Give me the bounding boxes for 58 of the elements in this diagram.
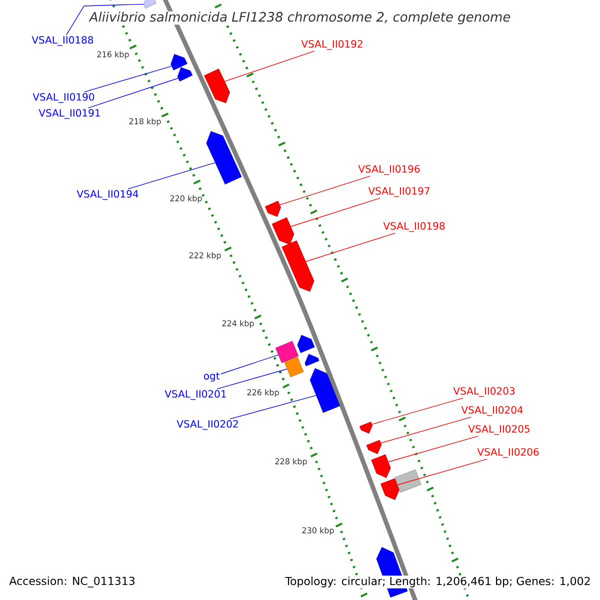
gene-label: VSAL_II0203 [453,387,515,397]
tick-label: 226 kbp [247,389,279,397]
gene-feature [380,478,400,500]
gene-label: VSAL_II0191 [38,109,100,119]
gene-label: VSAL_II0190 [32,93,94,103]
leader-line [84,66,172,92]
tick-label: 216 kbp [97,51,129,59]
gene-feature [310,368,340,413]
gene-label: VSAL_II0202 [176,420,238,430]
leader-line [306,232,396,262]
tick-label: 218 kbp [129,118,161,126]
gene-label: ogt [204,372,220,382]
leader-line [88,78,178,108]
gene-feature [177,67,193,82]
gene-block [275,340,299,364]
gene-block [284,356,304,378]
gene-label: VSAL_II0201 [164,390,226,400]
gene-feature [360,422,373,434]
tick-label: 230 kbp [302,527,334,535]
tick-label: 220 kbp [170,195,202,203]
gene-label: VSAL_II0197 [368,187,430,197]
leader-line [216,368,288,390]
gene-feature [144,0,156,9]
gene-feature [264,200,282,217]
leader-line [372,398,464,425]
gene-label: VSAL_II0196 [358,165,420,175]
gene-feature [366,440,382,454]
leader-line [128,162,216,190]
tick-label: 222 kbp [189,252,221,260]
footer-text: Topology: circular; Length: 1,206,461 bp; Genes: 1,002 [284,576,592,588]
leader-line [388,436,478,462]
gene-feature [206,131,242,184]
title: Aliivibrio salmonicida LFI1238 chromosome 2, complete genome [88,11,511,25]
gene-block [394,469,422,493]
gene-label: VSAL_II0204 [461,406,523,416]
leader-line [230,395,316,420]
leader-line [66,4,144,36]
footer-text: Accession: NC_011313 [8,576,136,588]
gene-feature [297,334,315,353]
leader-line [280,176,370,206]
gene-label: VSAL_II0188 [32,36,94,46]
gene-feature [304,354,320,366]
gene-feature [272,217,294,245]
gene-label: VSAL_II0206 [477,448,539,458]
tick-label: 224 kbp [222,320,254,328]
gene-feature [282,240,314,292]
leader-line [397,458,488,486]
gene-feature [170,54,188,70]
gene-label: VSAL_II0194 [76,190,138,200]
leader-line [380,416,472,444]
leader-line [290,198,380,227]
gene-label: VSAL_II0192 [301,40,362,50]
leader-line [220,354,279,374]
tick-label: 228 kbp [275,458,307,466]
gene-label: VSAL_II0205 [468,425,530,435]
gene-label: VSAL_II0198 [383,222,445,232]
leader-line [224,50,315,82]
gene-feature [204,68,230,104]
